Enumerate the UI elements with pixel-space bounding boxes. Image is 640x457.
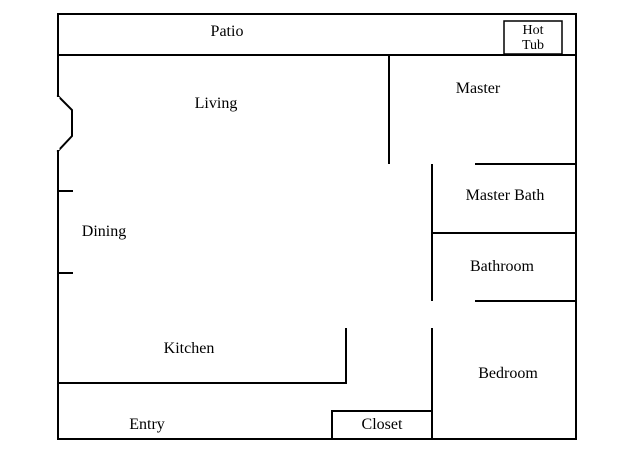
master-bath-label: Master Bath [466,187,545,204]
entry-label: Entry [129,416,165,433]
bay-window [56,94,73,153]
bathroom-label: Bathroom [470,258,535,275]
living-label: Living [195,95,238,112]
master-label: Master [456,80,501,97]
patio-label: Patio [211,23,244,40]
hot-tub-box [503,20,563,55]
bedroom-label: Bedroom [478,365,538,382]
closet-label: Closet [362,416,403,433]
kitchen-label: Kitchen [164,340,215,357]
closet-box [331,410,433,440]
outer-wall [57,13,577,440]
dining-label: Dining [82,223,126,240]
hot-tub-label-line2: Tub [522,38,544,53]
hot-tub-label-line1: Hot [523,23,544,38]
